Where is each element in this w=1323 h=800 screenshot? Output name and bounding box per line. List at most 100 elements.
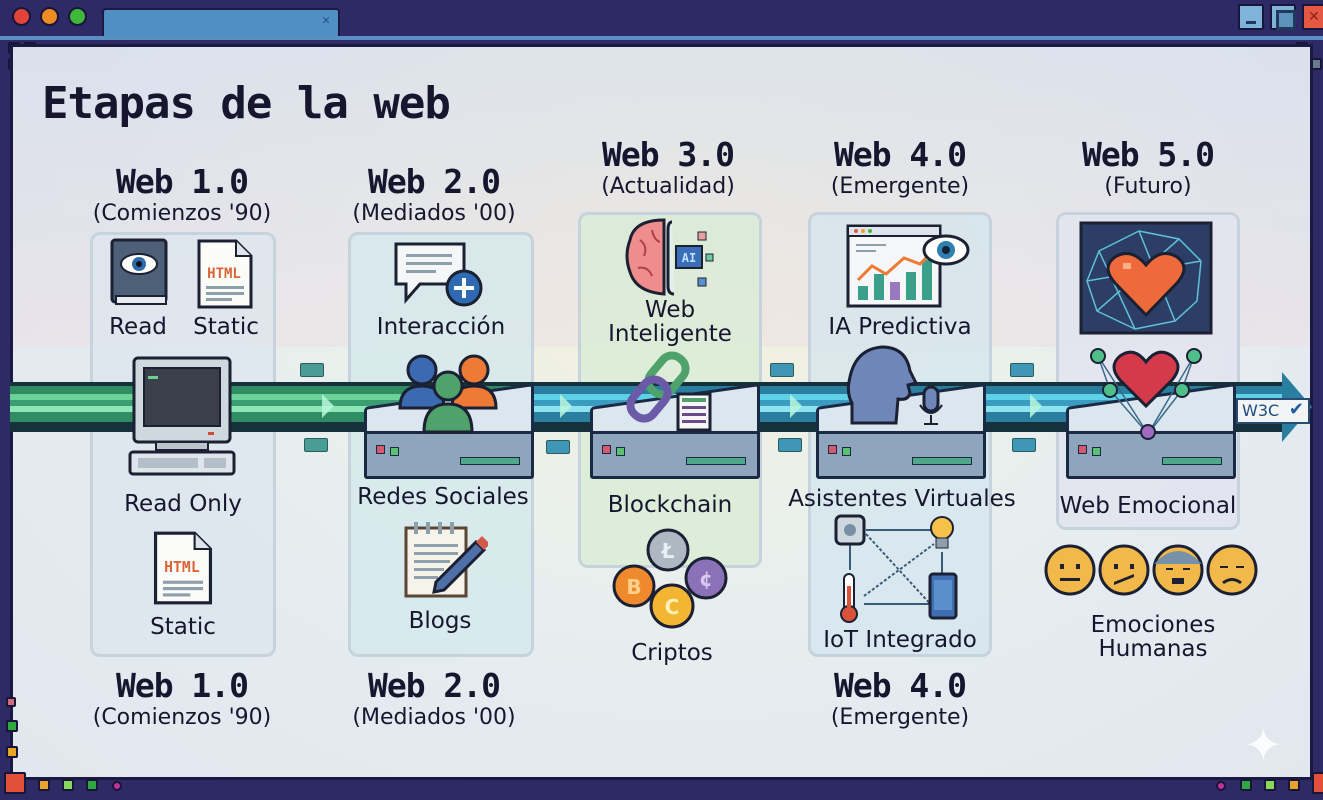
chain-link-icon	[624, 350, 716, 432]
stage-era: (Comienzos '90)	[92, 201, 272, 226]
corner-square-icon	[4, 772, 26, 794]
corner-square-icon	[1312, 772, 1323, 794]
feature-read: Read	[109, 314, 167, 340]
feature-web-inteligente: Web Inteligente	[590, 298, 750, 346]
sparkle-icon: ✦	[1244, 718, 1283, 772]
stage-version: Web 5.0	[1081, 135, 1215, 174]
html-file-icon: HTML	[196, 238, 254, 310]
data-packet-icon	[300, 363, 324, 377]
stage-era: (Mediados '00)	[352, 705, 516, 730]
feature-emociones-line1: Emociones	[1090, 612, 1216, 638]
server-icon	[590, 383, 760, 495]
feature-web-emocional: Web Emocional	[1059, 493, 1237, 519]
stage-version: Web 2.0	[367, 666, 501, 705]
feature-asistentes-virtuales: Asistentes Virtuales	[788, 486, 1016, 512]
server-icon	[816, 383, 986, 495]
close-button[interactable]: ✕	[1302, 4, 1323, 30]
corner-square-icon	[6, 746, 18, 758]
stage-era: (Futuro)	[1104, 174, 1192, 199]
svg-text:¢: ¢	[699, 567, 713, 591]
browser-tab[interactable]: ✕	[102, 8, 340, 38]
stage-version: Web 4.0	[833, 135, 967, 174]
flow-arrow-icon	[1030, 394, 1042, 418]
flow-arrow-icon	[560, 394, 572, 418]
data-packet-icon	[770, 363, 794, 377]
feature-interaccion: Interacción	[376, 314, 506, 340]
stage-version: Web 4.0	[833, 666, 967, 705]
flow-arrow-icon	[790, 394, 802, 418]
w3c-badge-label: W3C	[1242, 401, 1280, 420]
feature-iot-integrado: IoT Integrado	[823, 627, 977, 653]
svg-text:C: C	[665, 595, 680, 619]
svg-text:B: B	[626, 575, 641, 599]
corner-square-icon	[38, 779, 50, 791]
checkmark-icon: ✔	[1288, 399, 1304, 420]
frame-divider	[0, 36, 1323, 40]
minimize-button[interactable]	[1238, 4, 1264, 30]
minimize-traffic-light[interactable]	[40, 7, 59, 26]
corner-square-icon	[1240, 779, 1252, 791]
notepad-pencil-icon	[402, 520, 488, 600]
footer-header-web4: Web 4.0 (Emergente)	[780, 668, 1020, 732]
feature-read-only: Read Only	[124, 491, 242, 517]
stage-version: Web 2.0	[367, 162, 501, 201]
people-group-icon	[396, 352, 500, 436]
corner-square-icon	[62, 779, 74, 791]
data-packet-icon	[546, 440, 570, 454]
brain-ai-icon: AI	[624, 216, 716, 300]
corner-square-icon	[1216, 781, 1226, 791]
chart-eye-icon	[846, 222, 970, 310]
stage-header-web2: Web 2.0 (Mediados '00)	[314, 164, 554, 228]
flow-arrow-icon	[322, 394, 334, 418]
corner-square-icon	[1264, 779, 1276, 791]
tab-close-icon[interactable]: ✕	[322, 13, 330, 28]
feature-redes-sociales: Redes Sociales	[357, 484, 529, 510]
corner-square-icon	[6, 697, 16, 707]
feature-emociones-humanas: Emociones Humanas	[1056, 613, 1250, 661]
footer-header-web2: Web 2.0 (Mediados '00)	[314, 668, 554, 732]
data-packet-icon	[1012, 438, 1036, 452]
feature-web-inteligente-line1: Web	[644, 297, 696, 323]
stage-version: Web 1.0	[115, 162, 249, 201]
emotion-faces-icon	[1044, 542, 1260, 598]
corner-square-icon	[1288, 779, 1300, 791]
svg-text:Ł: Ł	[661, 539, 675, 563]
data-packet-icon	[1010, 363, 1034, 377]
maximize-button[interactable]	[1270, 4, 1296, 30]
iot-network-icon	[834, 514, 964, 626]
footer-header-web1: Web 1.0 (Comienzos '90)	[62, 668, 302, 732]
stage-header-web5: Web 5.0 (Futuro)	[1028, 137, 1268, 201]
stage-era: (Emergente)	[830, 174, 970, 199]
html-file-label: HTML	[207, 266, 241, 282]
stage-version: Web 1.0	[115, 666, 249, 705]
feature-static-page: Static	[150, 614, 216, 640]
stage-era: (Mediados '00)	[352, 201, 516, 226]
stage-version: Web 3.0	[601, 135, 735, 174]
heart-network-icon	[1086, 344, 1206, 440]
w3c-badge: W3C ✔	[1236, 398, 1310, 424]
corner-square-icon	[86, 779, 98, 791]
corner-square-icon	[112, 781, 122, 791]
zoom-traffic-light[interactable]	[68, 7, 87, 26]
crypto-coins-icon: Ł B ¢ C	[612, 528, 734, 632]
corner-square-icon	[6, 720, 18, 732]
book-eye-icon	[108, 238, 170, 310]
retro-computer-icon	[126, 354, 238, 478]
data-packet-icon	[778, 438, 802, 452]
heart-network-icon	[1079, 221, 1213, 335]
voice-assistant-icon	[846, 343, 946, 427]
feature-criptos: Criptos	[631, 640, 713, 666]
feature-web-inteligente-line2: Inteligente	[608, 321, 732, 347]
stage-header-web3: Web 3.0 (Actualidad)	[548, 137, 788, 201]
stage-era: (Actualidad)	[601, 174, 735, 199]
feature-blogs: Blogs	[408, 608, 472, 634]
chat-bubble-plus-icon	[392, 240, 488, 308]
html-file-icon: HTML	[152, 530, 214, 606]
stage-header-web1: Web 1.0 (Comienzos '90)	[62, 164, 302, 228]
data-packet-icon	[304, 438, 328, 452]
feature-ia-predictiva: IA Predictiva	[828, 314, 972, 340]
stage-header-web4: Web 4.0 (Emergente)	[780, 137, 1020, 201]
feature-emociones-line2: Humanas	[1098, 636, 1208, 662]
page-title: Etapas de la web	[42, 78, 451, 129]
close-traffic-light[interactable]	[12, 7, 31, 26]
